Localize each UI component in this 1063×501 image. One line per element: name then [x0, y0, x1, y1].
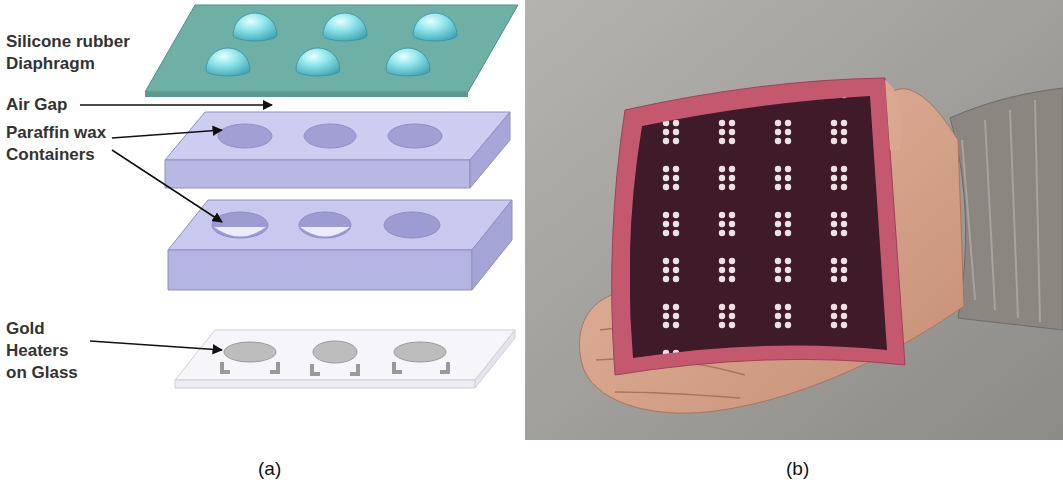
dome-array — [206, 13, 457, 76]
subfigure-label: (b) — [786, 457, 826, 481]
gold-heaters — [222, 341, 448, 374]
flexible-sheet — [612, 78, 905, 375]
part-label: Air Gap — [6, 94, 86, 116]
leader-arrows — [80, 105, 272, 350]
part-label: Gold Heaters on Glass — [6, 318, 92, 384]
subfigure-label: (a) — [258, 457, 298, 481]
sleeve — [950, 88, 1063, 330]
glass-substrate — [175, 330, 515, 388]
part-label: Silicone rubber Diaphragm — [6, 31, 146, 75]
silicone-diaphragm — [145, 5, 518, 97]
lower-wax-container — [168, 200, 512, 290]
photo — [525, 0, 1063, 440]
upper-wax-container — [165, 112, 510, 188]
part-label: Paraffin wax Containers — [6, 122, 118, 166]
